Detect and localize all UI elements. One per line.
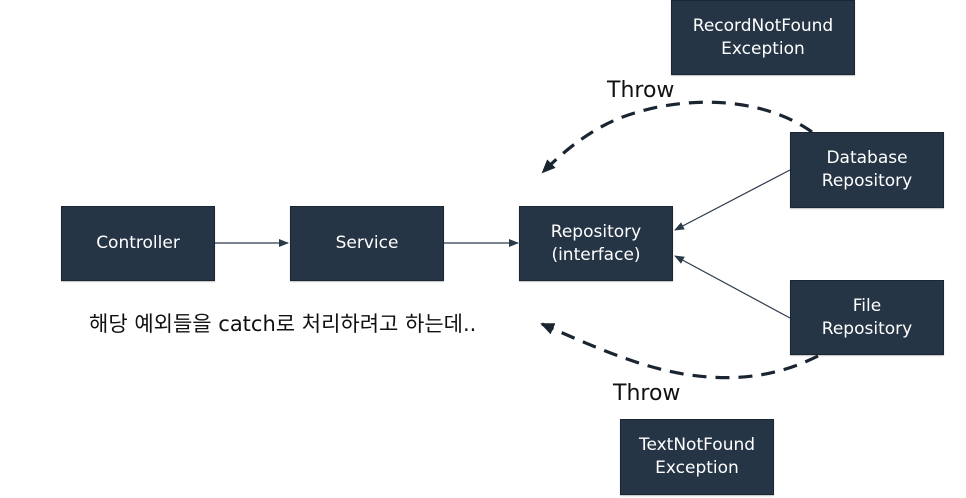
box-line: Repository: [821, 171, 913, 191]
box-line: Exception: [721, 38, 805, 59]
database-repository-box: Database Repository: [790, 132, 944, 208]
controller-box: Controller: [61, 206, 215, 281]
file-repository-box: File Repository: [790, 280, 944, 355]
box-line: Controller: [96, 233, 180, 253]
box-line: (interface): [551, 244, 641, 265]
box-line: Repository: [821, 318, 913, 339]
throw-arrow-bottom: [540, 322, 819, 380]
caption-text: 해당 예외들을 catch로 처리하려고 하는데..: [89, 312, 477, 336]
box-line: Service: [335, 233, 399, 253]
edge-file-repository: [674, 255, 791, 319]
text-not-found-exception-box: TextNotFound Exception: [620, 419, 774, 495]
box-line: RecordNotFound: [692, 15, 834, 36]
service-box: Service: [290, 206, 444, 281]
box-line: Repository: [550, 221, 642, 242]
box-line: File: [852, 295, 882, 316]
box-line: Database: [826, 148, 908, 168]
throw-label-bottom: Throw: [613, 381, 681, 406]
box-line: TextNotFound: [638, 435, 756, 455]
repository-interface-box: Repository (interface): [519, 206, 673, 281]
box-line: Exception: [655, 458, 739, 478]
throw-arrow-top: [541, 100, 813, 174]
record-not-found-exception-box: RecordNotFound Exception: [671, 0, 855, 75]
edge-database-repository: [674, 169, 791, 231]
throw-label-top: Throw: [607, 78, 675, 103]
